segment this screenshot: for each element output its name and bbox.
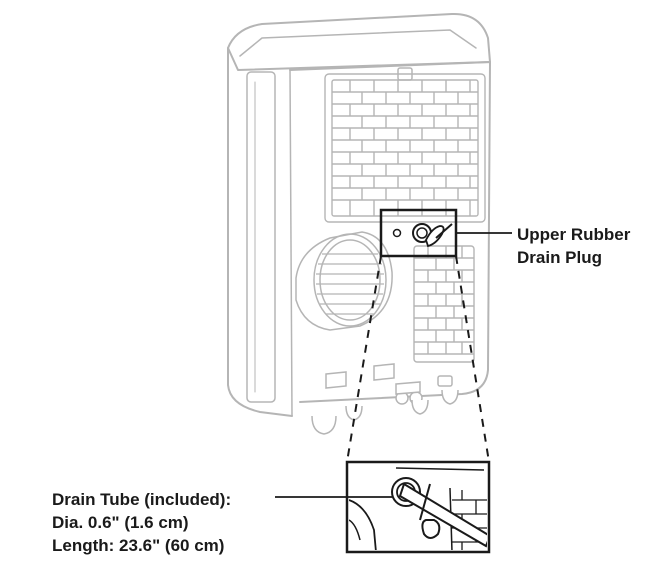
zoom-dashed-lines bbox=[346, 255, 490, 463]
drain-tube-diameter: Dia. 0.6" (1.6 cm) bbox=[52, 513, 189, 532]
drain-tube-label-line1: Drain Tube (included): bbox=[52, 490, 232, 509]
lower-grille bbox=[413, 245, 475, 363]
upper-grille bbox=[324, 73, 486, 223]
base-fittings bbox=[311, 363, 459, 435]
upper-drain-plug bbox=[392, 223, 453, 248]
upper-drain-plug-label-line2: Drain Plug bbox=[517, 248, 603, 267]
zoom-inset bbox=[345, 460, 491, 554]
upper-drain-plug-label: Upper Rubber Drain Plug bbox=[517, 223, 630, 269]
portable-ac-unit bbox=[227, 12, 491, 417]
upper-drain-plug-label-line1: Upper Rubber bbox=[517, 225, 631, 244]
drain-tube-length: Length: 23.6" (60 cm) bbox=[52, 536, 225, 555]
exhaust-vent bbox=[295, 231, 393, 331]
drain-tube-label: Drain Tube (included): Dia. 0.6" (1.6 cm… bbox=[52, 488, 231, 557]
